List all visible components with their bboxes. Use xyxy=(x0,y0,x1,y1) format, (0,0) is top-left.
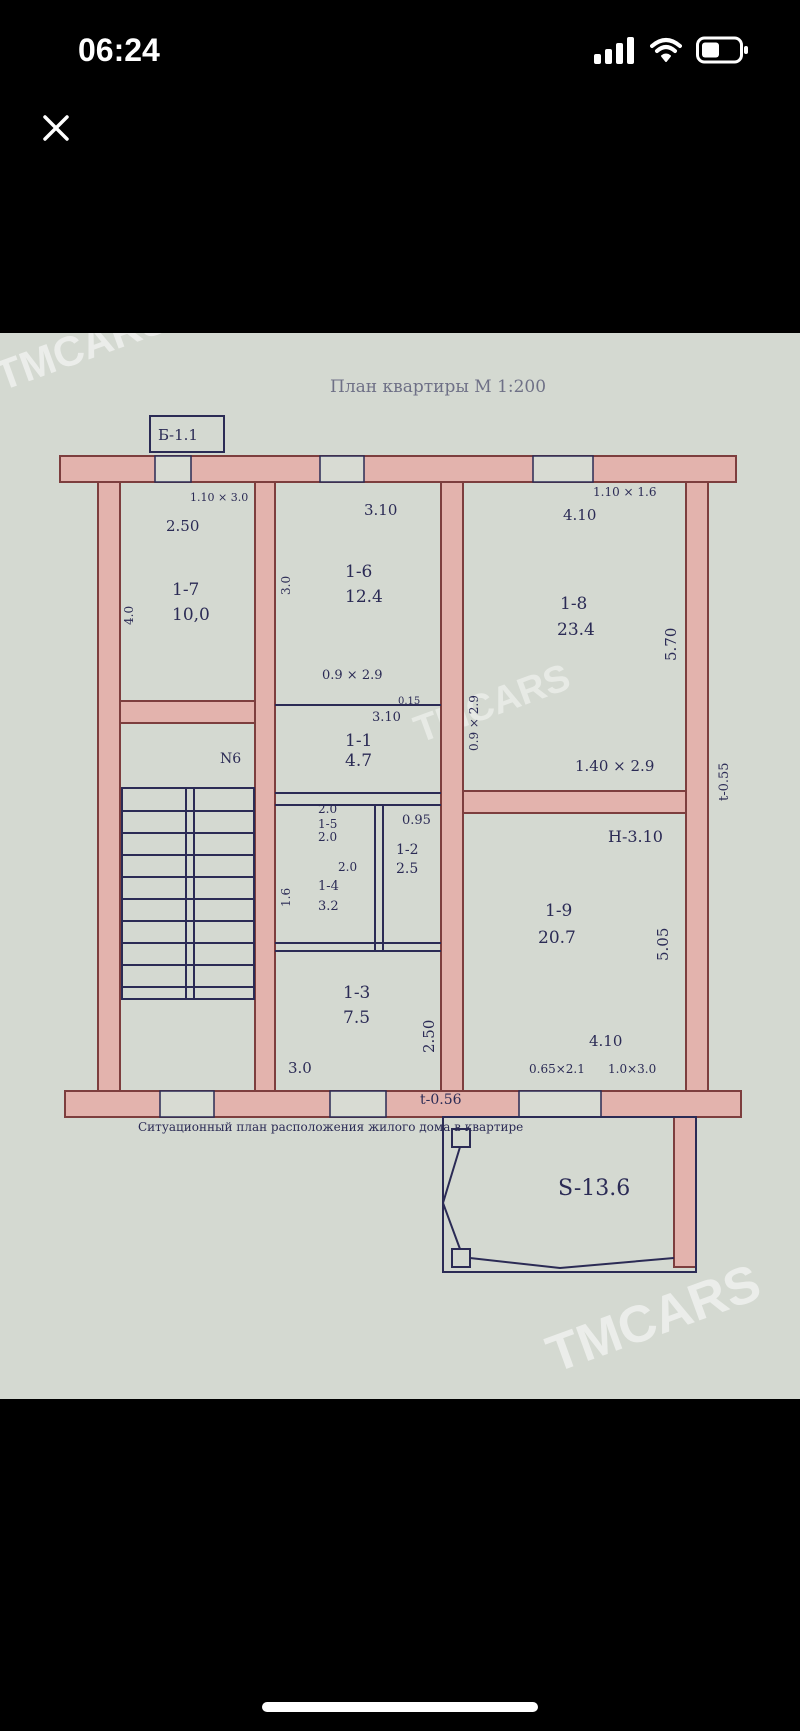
dim-0-95: 0.95 xyxy=(402,813,431,828)
room-1-8-id: 1-8 xyxy=(560,594,587,614)
label-n6: N6 xyxy=(220,751,241,767)
status-icons xyxy=(594,36,750,64)
dim-window-065x21: 0.65×2.1 xyxy=(529,1062,585,1076)
dim-t-0-56: t-0.56 xyxy=(420,1092,462,1108)
wifi-icon xyxy=(650,38,682,62)
dim-5-05: 5.05 xyxy=(654,928,672,961)
close-button[interactable] xyxy=(36,108,76,148)
dim-s-13-6: S-13.6 xyxy=(558,1176,630,1201)
dim-0-9x2-9-a: 0.9 × 2.9 xyxy=(322,668,383,683)
status-bar: 06:24 xyxy=(0,0,800,100)
dim-4-10-bottom: 4.10 xyxy=(589,1032,622,1050)
dim-t-0-55: t-0.55 xyxy=(717,762,732,801)
room-1-9-area: 20.7 xyxy=(538,928,576,948)
dim-3-0-vertical: 3.0 xyxy=(279,576,293,595)
room-1-8-area: 23.4 xyxy=(557,620,595,640)
room-1-6-area: 12.4 xyxy=(345,587,383,607)
room-1-4-id: 1-4 xyxy=(318,879,339,894)
room-1-4-area: 3.2 xyxy=(318,899,339,914)
dim-2-50-vertical: 2.50 xyxy=(420,1020,438,1053)
balcony-top-label: Б-1.1 xyxy=(158,426,198,444)
room-1-2-id: 1-2 xyxy=(396,842,419,858)
room-1-7-area: 10,0 xyxy=(172,605,210,625)
dim-3-10-mid: 3.10 xyxy=(372,710,401,725)
room-1-7-id: 1-7 xyxy=(172,580,199,600)
dim-2-50-top: 2.50 xyxy=(166,517,199,535)
dim-window-10x30: 1.0×3.0 xyxy=(608,1062,656,1076)
dim-0-15: 0.15 xyxy=(398,696,420,707)
dim-h-3-10: H-3.10 xyxy=(608,827,663,846)
room-1-1-area: 4.7 xyxy=(345,751,372,771)
room-1-6-id: 1-6 xyxy=(345,562,372,582)
room-1-5-id: 1-5 xyxy=(318,817,337,831)
dim-5-70: 5.70 xyxy=(662,628,680,661)
footer-caption: Ситуационный план расположения жилого до… xyxy=(138,1120,523,1134)
floor-plan-drawing: TMCARS TMCARS TMCARS План квартиры М 1:2… xyxy=(0,333,800,1399)
room-1-3-area: 7.5 xyxy=(343,1008,370,1028)
dim-2-0-b: 2.0 xyxy=(338,860,357,874)
home-indicator[interactable] xyxy=(262,1702,538,1712)
dim-window-110x30: 1.10 × 3.0 xyxy=(190,491,248,504)
dim-4-10-top: 4.10 xyxy=(563,506,596,524)
dim-1-6: 1.6 xyxy=(279,888,293,907)
close-icon xyxy=(43,115,69,141)
room-1-2-area: 2.5 xyxy=(396,861,418,877)
room-1-3-id: 1-3 xyxy=(343,983,370,1003)
plan-header: План квартиры М 1:200 xyxy=(330,377,546,397)
floor-plan-photo: TMCARS TMCARS TMCARS План квартиры М 1:2… xyxy=(0,333,800,1399)
battery-icon xyxy=(696,36,748,64)
status-time: 06:24 xyxy=(78,32,160,68)
dim-4-0: 4.0 xyxy=(122,606,136,625)
room-1-1-id: 1-1 xyxy=(345,731,372,751)
cellular-signal-icon xyxy=(594,37,634,64)
room-1-5-area: 2.0 xyxy=(318,830,337,844)
dim-1-40x2-9: 1.40 × 2.9 xyxy=(575,757,654,775)
dim-2-0-a: 2.0 xyxy=(318,802,337,816)
dim-window-110x16: 1.10 × 1.6 xyxy=(593,485,657,499)
dim-3-0-bottom: 3.0 xyxy=(288,1059,312,1077)
dim-3-10-top: 3.10 xyxy=(364,501,397,519)
dim-0-9x2-9-b: 0.9 × 2.9 xyxy=(467,695,481,751)
room-1-9-id: 1-9 xyxy=(545,901,572,921)
